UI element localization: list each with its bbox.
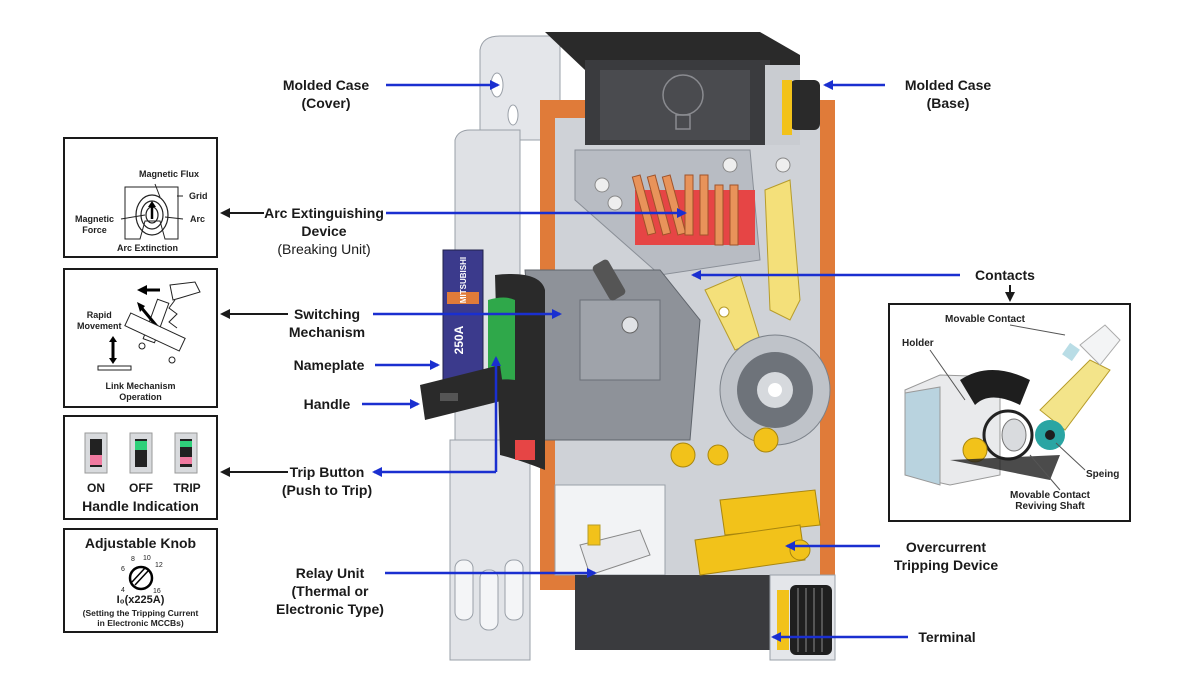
state-trip: TRIP: [173, 481, 201, 495]
rapid-movement-label: Rapid Movement: [77, 310, 122, 332]
arc-magnetic-flux-label: Magnetic Flux: [139, 169, 200, 179]
label-text: (Push to Trip): [281, 482, 373, 498]
label-text: (Breaking Unit): [277, 241, 371, 257]
label-text: Force: [82, 225, 107, 235]
label-nameplate: Nameplate: [293, 357, 365, 373]
label-switching-mechanism: Switching Mechanism: [282, 305, 372, 341]
label-handle: Handle: [303, 396, 351, 412]
label-molded-case-cover: Molded Case (Cover): [268, 76, 384, 112]
arc-magnetic-force-label: Magnetic Force: [75, 214, 114, 236]
nameplate-rating: 250A: [452, 325, 466, 354]
relay-unit-block: [554, 484, 775, 650]
handle-indication-title: Handle Indication: [82, 498, 199, 514]
label-text: Relay Unit: [295, 565, 365, 581]
label-overcurrent-tripping-device: Overcurrent Tripping Device: [886, 538, 1006, 574]
arc-extinction-drawing: [120, 183, 184, 240]
arc-grid-label: Grid: [189, 191, 208, 201]
knob-note: (Setting the Tripping Current in Electro…: [65, 608, 216, 628]
knob-tick-12: 12: [155, 562, 163, 569]
state-on: ON: [87, 481, 105, 495]
label-text: Tripping Device: [893, 557, 999, 573]
label-text: Movement: [77, 321, 122, 331]
knob-tick-8: 8: [131, 556, 135, 563]
inset-adjustable-knob: Adjustable Knob 4 6 8 10 12 16 I₀(x225A)…: [63, 528, 218, 633]
label-text: Magnetic: [75, 214, 115, 224]
label-text: Overcurrent: [905, 539, 987, 555]
overcurrent-device: [670, 427, 821, 576]
terminal-block: [769, 574, 836, 661]
label-text: Molded Case: [282, 77, 370, 93]
label-text: Arc Extinguishing: [264, 205, 384, 221]
handle-indication-drawing: [84, 432, 198, 474]
knob-formula: I₀(x225A): [116, 594, 165, 606]
state-off: OFF: [129, 481, 153, 495]
indicator-on: [84, 432, 108, 474]
movable-contact-label: Movable Contact: [945, 314, 1026, 325]
label-text: Switching: [293, 306, 361, 322]
inset-link-mechanism: Rapid Movement Link Mechanism Operation: [63, 268, 218, 408]
switching-mechanism: [524, 259, 701, 441]
link-mechanism-drawing: [97, 281, 201, 371]
label-trip-button: Trip Button (Push to Trip): [280, 463, 374, 499]
knob-tick-6: 6: [121, 566, 125, 573]
indicator-trip: [174, 432, 198, 474]
label-text: Device: [301, 223, 347, 239]
label-molded-case-base: Molded Case (Base): [890, 76, 1006, 112]
knob-tick-16: 16: [153, 588, 161, 595]
arc-extinction-title: Arc Extinction: [117, 243, 179, 253]
label-text: (Cover): [301, 95, 351, 111]
label-text: Molded Case: [904, 77, 992, 93]
spring-label: Speing: [1086, 469, 1120, 480]
knob-title: Adjustable Knob: [84, 535, 197, 551]
label-text: in Electronic MCCBs): [97, 618, 184, 628]
inset-arrows: [220, 208, 1015, 477]
label-text: Trip Button: [289, 464, 365, 480]
inset-handle-indication: ON OFF TRIP Handle Indication: [63, 415, 218, 520]
contact-rotor: [719, 334, 831, 446]
inset-contacts-detail: Movable Contact Holder Speing Movable Co…: [888, 303, 1131, 522]
knob-tick-10: 10: [143, 555, 151, 562]
contacts-detail-drawing: [904, 324, 1121, 491]
arc-arc-label: Arc: [190, 214, 206, 224]
pointer-arrows: [362, 80, 960, 642]
reviving-shaft-label: Movable Contact Reviving Shaft: [1010, 490, 1090, 512]
label-terminal: Terminal: [918, 629, 976, 645]
link-mechanism-title: Link Mechanism Operation: [65, 381, 216, 403]
label-arc-extinguishing-device: Arc Extinguishing Device (Breaking Unit): [258, 204, 390, 258]
label-text: Reviving Shaft: [1015, 501, 1085, 512]
handle-lever: [420, 365, 505, 420]
inset-arc-extinction: Magnetic Flux Grid Magnetic Force Arc Ar…: [63, 137, 218, 258]
label-text: Movable Contact: [1010, 490, 1091, 501]
label-text: Operation: [119, 392, 162, 402]
label-contacts: Contacts: [975, 267, 1035, 283]
label-text: (Thermal or: [291, 583, 369, 599]
knob-drawing: [128, 565, 154, 591]
label-text: Rapid: [86, 310, 112, 320]
label-text: (Setting the Tripping Current: [82, 608, 199, 618]
label-text: Link Mechanism: [105, 381, 176, 391]
top-cover-block: [545, 32, 820, 145]
movable-contact-arm: [704, 179, 801, 351]
indicator-off: [129, 432, 153, 474]
label-relay-unit: Relay Unit (Thermal or Electronic Type): [272, 564, 388, 618]
knob-tick-4: 4: [121, 587, 125, 594]
label-text: (Base): [926, 95, 970, 111]
label-text: Electronic Type): [276, 601, 384, 617]
holder-label: Holder: [902, 338, 934, 349]
nameplate-brand: MITSUBISHI: [459, 257, 468, 303]
label-text: Mechanism: [288, 324, 366, 340]
